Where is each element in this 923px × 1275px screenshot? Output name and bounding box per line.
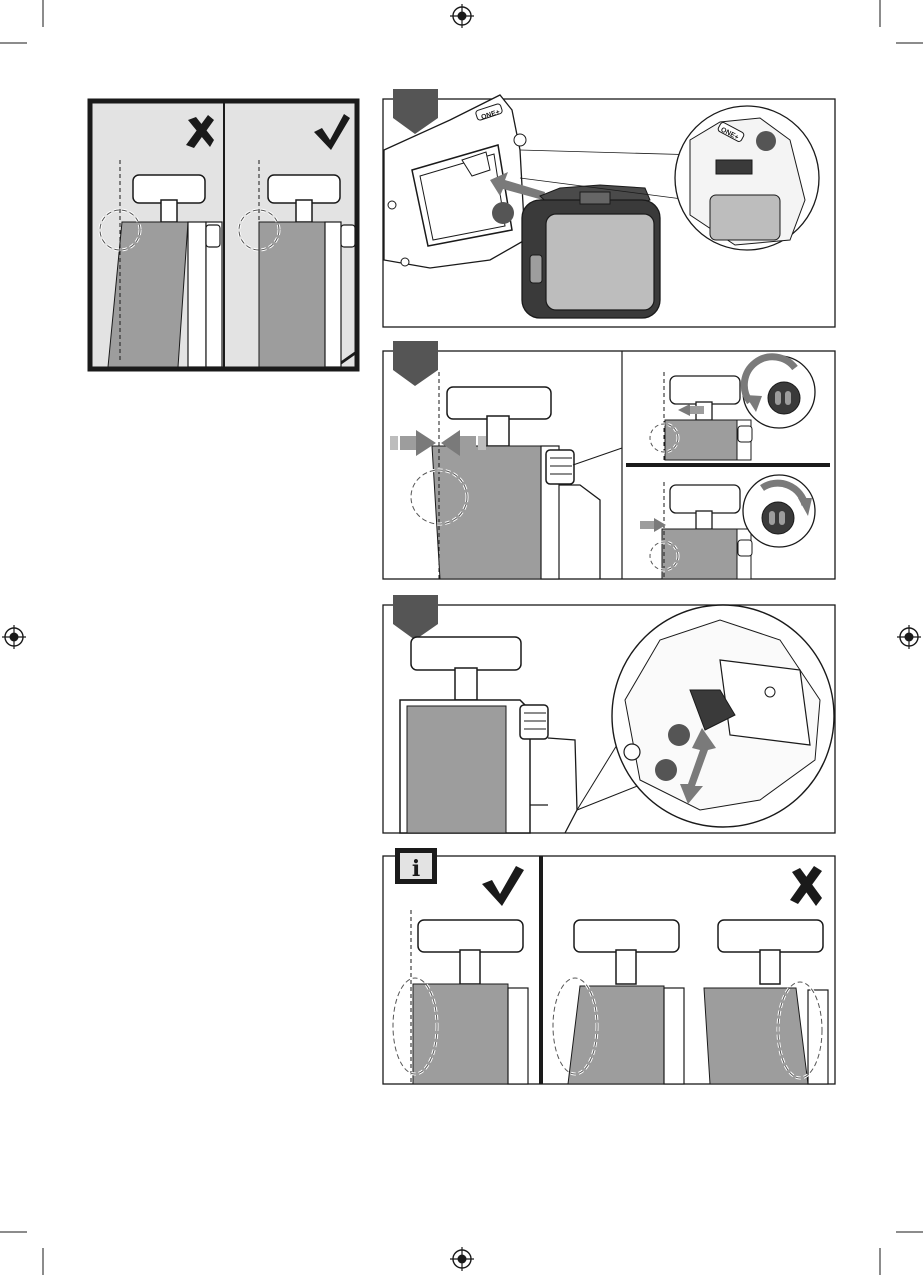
registration-mark-icon <box>450 4 474 28</box>
alignment-comparison-panel <box>90 101 359 371</box>
info-icon: i <box>395 848 437 884</box>
tension-lever-panel <box>383 595 835 833</box>
registration-mark-icon <box>450 1247 474 1271</box>
registration-mark-icon <box>897 625 921 649</box>
belt-alignment-info-panel: i <box>383 848 835 1084</box>
battery-insertion-panel: ONE+ ONE+ <box>383 89 835 327</box>
info-glyph: i <box>412 856 420 882</box>
registration-mark-icon <box>2 625 26 649</box>
tracking-adjustment-panel <box>383 341 835 579</box>
